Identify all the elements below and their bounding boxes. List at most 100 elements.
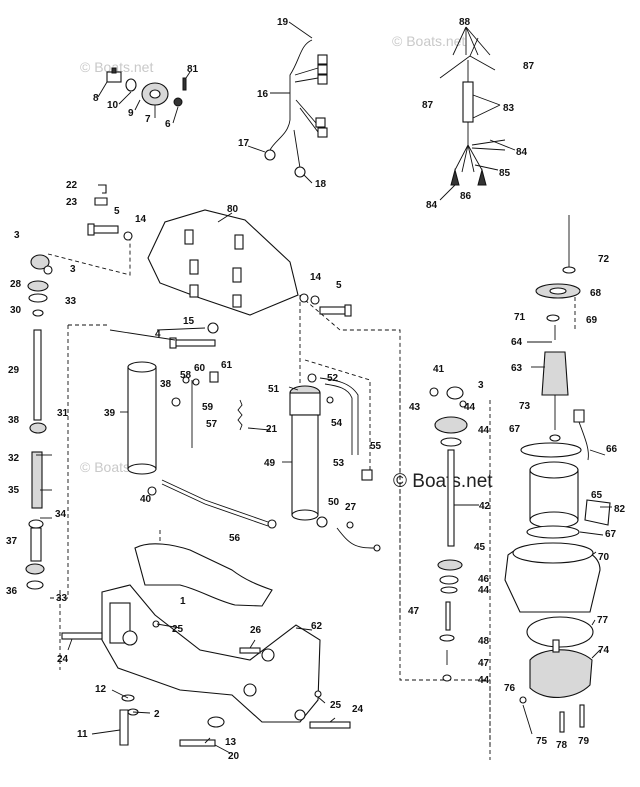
- callout-7: 7: [145, 114, 151, 125]
- callout-25: 25: [330, 700, 342, 711]
- callout-60: 60: [194, 363, 206, 374]
- callout-63: 63: [511, 363, 523, 374]
- callout-24: 24: [352, 704, 364, 715]
- callout-9: 9: [128, 108, 134, 119]
- grouping-dashed-lines: [47, 238, 576, 760]
- watermark: © Boats.net: [80, 59, 153, 75]
- callout-47: 47: [408, 606, 420, 617]
- callout-27: 27: [345, 502, 357, 513]
- switch-assembly: [97, 67, 191, 124]
- callout-71: 71: [514, 312, 526, 323]
- callout-67: 67: [509, 424, 521, 435]
- callout-81: 81: [187, 64, 199, 75]
- callout-44: 44: [464, 402, 476, 413]
- callout-45: 45: [474, 542, 486, 553]
- callout-84: 84: [426, 200, 438, 211]
- callout-41: 41: [433, 364, 445, 375]
- valve-parts: [182, 371, 243, 448]
- callout-75: 75: [536, 736, 548, 747]
- bolts: [87, 223, 352, 349]
- callout-34: 34: [55, 509, 67, 520]
- callout-70: 70: [598, 552, 610, 563]
- callout-56: 56: [229, 533, 241, 544]
- callout-28: 28: [10, 279, 22, 290]
- shaft-stack: [429, 386, 468, 682]
- callout-14: 14: [135, 214, 147, 225]
- callout-16: 16: [257, 89, 269, 100]
- callout-13: 13: [225, 737, 237, 748]
- callout-22: 22: [66, 180, 78, 191]
- trim-cylinder: [127, 361, 277, 529]
- callout-17: 17: [238, 138, 250, 149]
- callout-85: 85: [499, 168, 511, 179]
- callout-42: 42: [479, 501, 491, 512]
- fittings: [94, 184, 108, 206]
- stern-bracket: [101, 543, 321, 723]
- callout-30: 30: [10, 305, 22, 316]
- callout-3: 3: [70, 264, 76, 275]
- callout-77: 77: [597, 615, 609, 626]
- watermark: © Boats.net: [392, 33, 465, 49]
- wiring-harness: [247, 21, 328, 184]
- callout-36: 36: [6, 586, 18, 597]
- return-line: [336, 521, 381, 552]
- callout-25: 25: [172, 624, 184, 635]
- callout-26: 26: [250, 625, 262, 636]
- callout-80: 80: [227, 204, 239, 215]
- callout-48: 48: [478, 636, 490, 647]
- callout-66: 66: [606, 444, 618, 455]
- callout-11: 11: [77, 729, 88, 740]
- callout-87: 87: [523, 61, 535, 72]
- callout-15: 15: [183, 316, 195, 327]
- callout-57: 57: [206, 419, 218, 430]
- callout-62: 62: [311, 621, 323, 632]
- callout-2: 2: [154, 709, 160, 720]
- trim-harness: [439, 26, 516, 201]
- callout-10: 10: [107, 100, 119, 111]
- callout-33: 33: [56, 593, 68, 604]
- callout-65: 65: [591, 490, 603, 501]
- callout-54: 54: [331, 418, 343, 429]
- callout-52: 52: [327, 373, 339, 384]
- callout-8: 8: [93, 93, 99, 104]
- callout-6: 6: [165, 119, 171, 130]
- swivel-bracket-top: [147, 209, 299, 316]
- callout-88: 88: [459, 17, 471, 28]
- callout-74: 74: [598, 645, 610, 656]
- callout-61: 61: [221, 360, 233, 371]
- callout-3: 3: [14, 230, 20, 241]
- callout-labels: 1 2 3 3 3 4 5 5 6 7 8 9 10 11 12 13 14 1…: [6, 17, 626, 762]
- tilt-cylinder: [289, 385, 328, 528]
- pump-reservoir: [504, 542, 601, 733]
- callout-37: 37: [6, 536, 18, 547]
- callout-12: 12: [95, 684, 107, 695]
- callout-44: 44: [478, 585, 490, 596]
- callout-69: 69: [586, 315, 598, 326]
- callout-86: 86: [460, 191, 472, 202]
- callout-31: 31: [57, 408, 69, 419]
- callout-64: 64: [511, 337, 523, 348]
- callout-20: 20: [228, 751, 240, 762]
- callout-43: 43: [409, 402, 421, 413]
- callout-33: 33: [65, 296, 77, 307]
- callout-76: 76: [504, 683, 516, 694]
- callout-78: 78: [556, 740, 568, 751]
- callout-67: 67: [605, 529, 617, 540]
- callout-35: 35: [8, 485, 20, 496]
- watermark: © Boats.net: [393, 471, 493, 492]
- callout-73: 73: [519, 401, 531, 412]
- tilt-tube-stack: [25, 254, 53, 590]
- callout-55: 55: [370, 441, 382, 452]
- callout-5: 5: [114, 206, 120, 217]
- callout-38: 38: [160, 379, 172, 390]
- callout-47: 47: [478, 658, 490, 669]
- callout-40: 40: [140, 494, 152, 505]
- callout-84: 84: [516, 147, 528, 158]
- callout-50: 50: [328, 497, 340, 508]
- callout-49: 49: [264, 458, 276, 469]
- callout-53: 53: [333, 458, 345, 469]
- callout-19: 19: [277, 17, 289, 28]
- callout-82: 82: [614, 504, 626, 515]
- callout-58: 58: [180, 370, 192, 381]
